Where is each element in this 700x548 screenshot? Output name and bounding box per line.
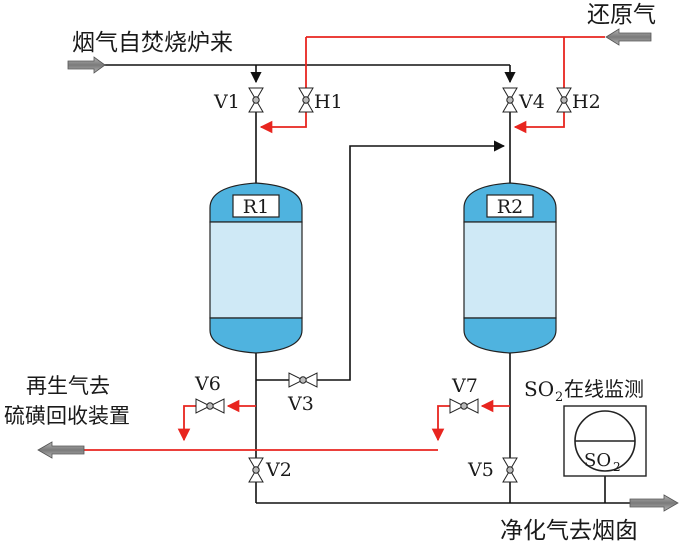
analyzer-sub: 2 [613, 460, 621, 474]
so2-monitor-sub: 2 [555, 390, 563, 405]
v1-label: V1 [213, 91, 240, 113]
so2-monitor-prefix: SO [524, 377, 554, 401]
v6-down-line [177, 405, 196, 442]
regen-label-line2: 硫磺回收装置 [4, 404, 130, 428]
valve-v1[interactable] [248, 87, 264, 113]
valve-v5[interactable] [502, 457, 518, 483]
valve-v3[interactable] [288, 372, 318, 388]
valve-v6[interactable] [195, 398, 225, 414]
r1-label: R1 [243, 196, 269, 218]
r1-label-box [232, 194, 280, 218]
valve-h1[interactable] [298, 87, 314, 113]
h1-label: H1 [314, 91, 343, 113]
analyzer-label: SO 2 [584, 450, 621, 474]
valve-v2[interactable] [248, 457, 264, 483]
v2-label: V2 [265, 459, 292, 481]
reactor-r1[interactable] [209, 182, 303, 354]
reducing-gas-label: 还原气 [587, 2, 656, 28]
r2-label-box [486, 194, 534, 218]
regen-label-line1: 再生气去 [26, 374, 110, 398]
valve-h2[interactable] [556, 87, 572, 113]
regen-flow-arrow [37, 441, 85, 459]
so2-analyzer[interactable] [563, 405, 647, 477]
so2-monitor-label: SO 2 在线监测 [524, 377, 644, 405]
v7-label: V7 [451, 375, 478, 397]
reactor-r2[interactable] [463, 182, 557, 354]
flow-arrows [37, 28, 679, 512]
inlet-label: 烟气自焚烧炉来 [72, 30, 233, 56]
v7-down-line [431, 405, 450, 442]
reducing-flow-arrow [605, 28, 652, 46]
reducing-gas-lines [84, 36, 605, 451]
outlet-label: 净化气去烟囱 [500, 518, 638, 544]
v3-label: V3 [287, 393, 314, 415]
so2-monitor-text: 在线监测 [564, 377, 644, 401]
v5-label: V5 [467, 459, 494, 481]
crossover-line [317, 140, 506, 381]
h2-to-v4-line [513, 112, 565, 134]
valve-v7[interactable] [449, 398, 479, 414]
h1-to-v1-line [259, 112, 307, 134]
h2-label: H2 [572, 91, 601, 113]
inlet-flow-arrow [67, 56, 106, 74]
outlet-flow-arrow [629, 494, 679, 512]
valve-v4[interactable] [502, 87, 518, 113]
v4-label: V4 [518, 91, 545, 113]
v6-label: V6 [194, 373, 221, 395]
analyzer-so: SO [584, 450, 611, 471]
r2-label: R2 [497, 196, 523, 218]
process-lines [100, 64, 630, 504]
